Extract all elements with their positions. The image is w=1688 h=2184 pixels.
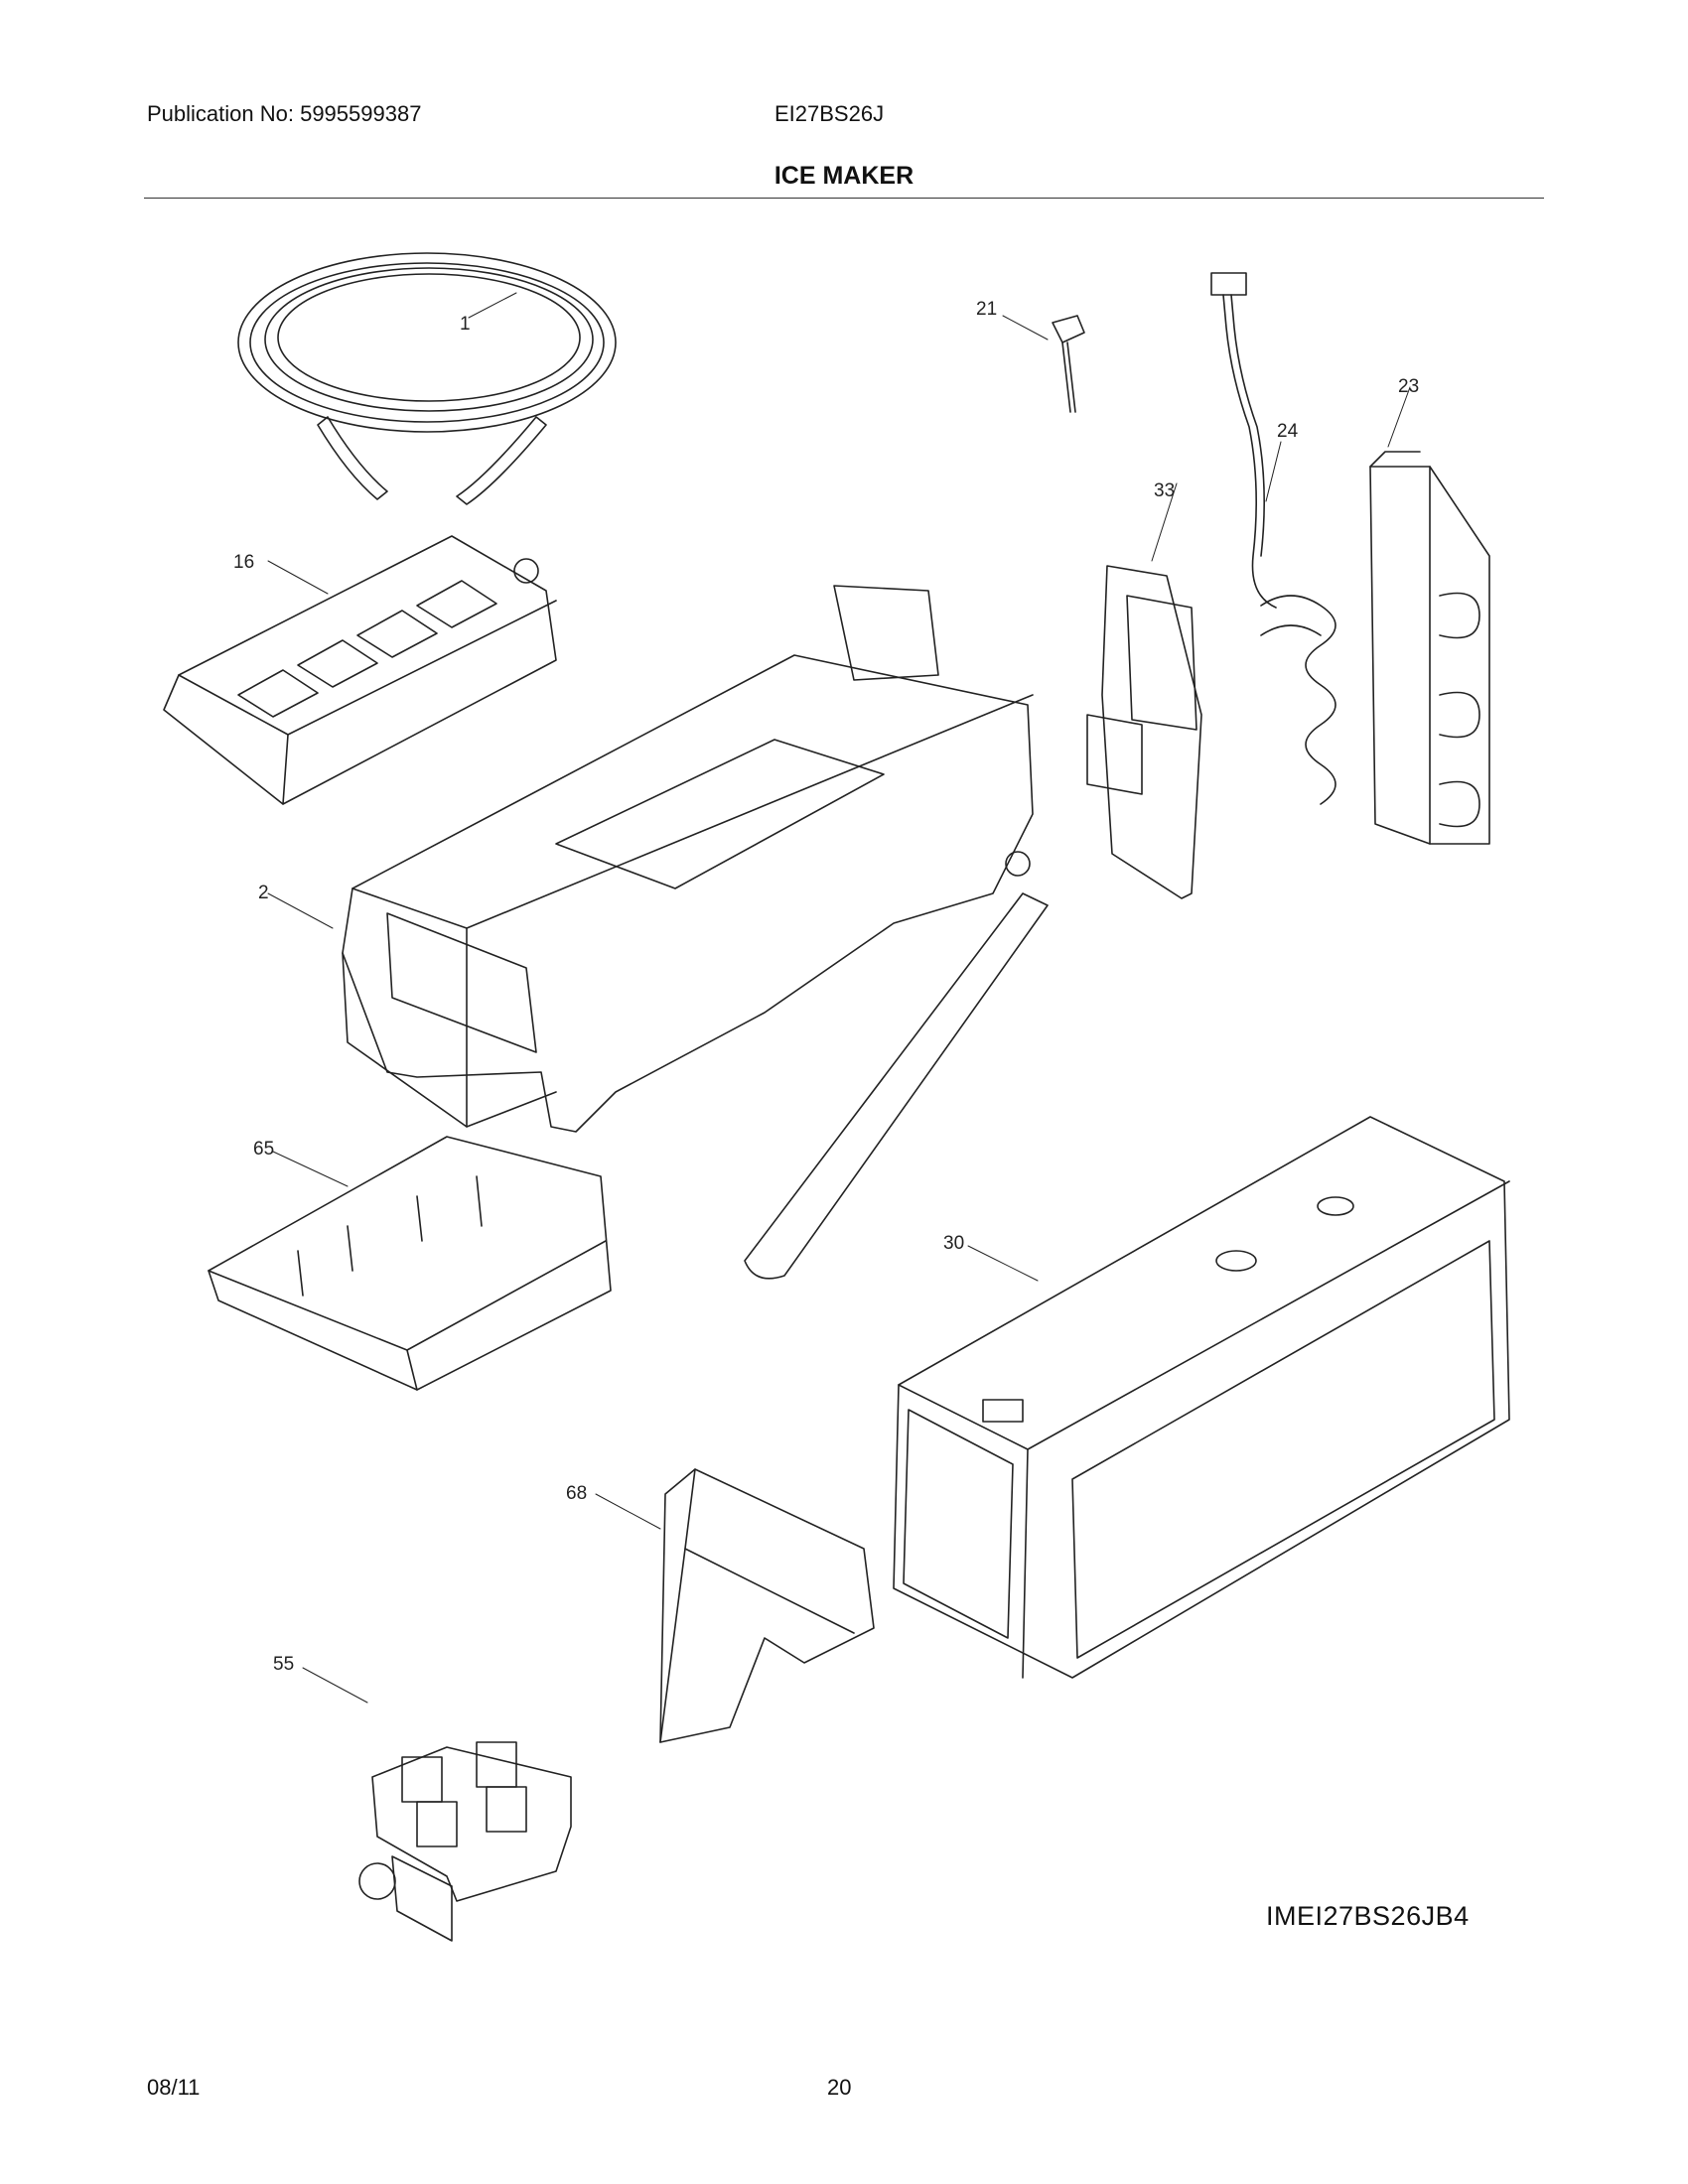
callout-1: 1 <box>460 314 471 335</box>
part-24-harness[interactable] <box>1210 272 1282 609</box>
part-16-ice-tray[interactable] <box>163 535 557 805</box>
part-21-sensor[interactable] <box>1002 315 1085 413</box>
callout-16: 16 <box>233 552 254 573</box>
callout-33: 33 <box>1154 480 1175 501</box>
callout-24: 24 <box>1277 421 1299 442</box>
model-number: EI27BS26J <box>774 101 885 126</box>
part-68-chute[interactable] <box>595 1468 875 1743</box>
part-30-ice-container[interactable] <box>893 1116 1510 1679</box>
part-23-evaporator[interactable] <box>1260 386 1490 845</box>
callout-21: 21 <box>976 299 997 320</box>
callout-65: 65 <box>253 1139 274 1160</box>
callout-55: 55 <box>273 1654 294 1675</box>
part-33-control-module[interactable] <box>1086 482 1202 899</box>
part-2-ice-maker-housing[interactable] <box>267 585 1049 1280</box>
footer-date: 08/11 <box>147 2075 201 2100</box>
page-number: 20 <box>827 2075 852 2100</box>
part-55-water-valve[interactable] <box>302 1667 572 1942</box>
callout-2: 2 <box>258 883 269 903</box>
diagram-id: IMEI27BS26JB4 <box>1266 1901 1470 1931</box>
page-title: ICE MAKER <box>774 162 914 190</box>
callout-23: 23 <box>1398 376 1419 397</box>
callout-68: 68 <box>566 1483 587 1504</box>
part-1-water-tube[interactable] <box>237 252 617 505</box>
callout-30: 30 <box>943 1233 964 1254</box>
publication-number: Publication No: 5995599387 <box>147 101 422 126</box>
header-rule <box>144 198 1544 199</box>
part-65-tray[interactable] <box>208 1136 612 1391</box>
